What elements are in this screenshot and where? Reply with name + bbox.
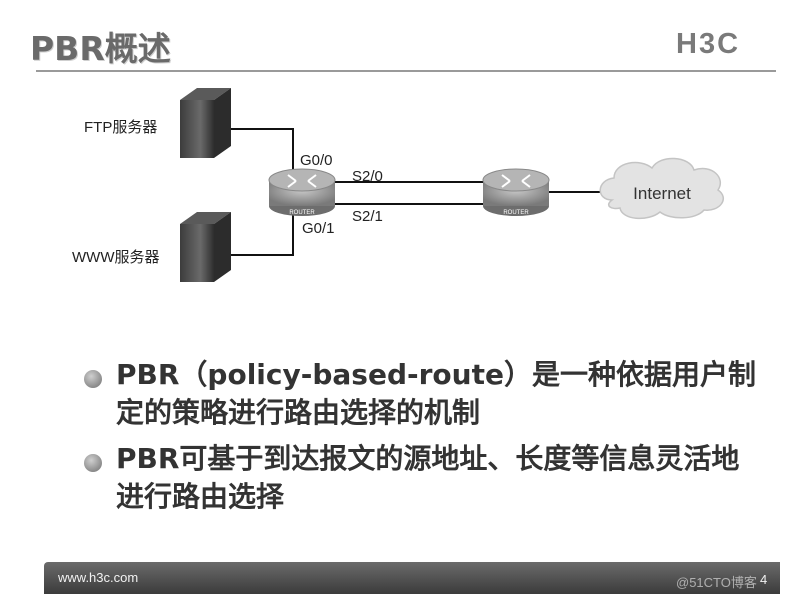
footer-bar: [44, 562, 780, 594]
interface-s20-label: S2/0: [352, 168, 383, 185]
bullet-item: PBR可基于到达报文的源地址、长度等信息灵活地进行路由选择: [80, 440, 760, 516]
interface-g00-label: G0/0: [300, 152, 333, 169]
link-www-router: [231, 208, 294, 256]
link-ftp-router: [231, 128, 294, 180]
router-right-caption: ROUTER: [503, 210, 529, 216]
connection-lines: [231, 128, 606, 256]
interface-s21-label: S2/1: [352, 208, 383, 225]
bullet-icon: [84, 370, 102, 388]
bullet-text: PBR可基于到达报文的源地址、长度等信息灵活地进行路由选择: [116, 442, 740, 513]
network-diagram: ROUTER ROUTER Internet: [180, 88, 724, 282]
bullet-text: PBR（policy-based-route）是一种依据用户制定的策略进行路由选…: [116, 358, 756, 429]
page-number: 4: [760, 572, 768, 587]
interface-g01-label: G0/1: [302, 220, 335, 237]
bullet-item: PBR（policy-based-route）是一种依据用户制定的策略进行路由选…: [80, 356, 760, 432]
www-server-label: WWW服务器: [72, 249, 160, 266]
router-left-caption: ROUTER: [289, 210, 315, 216]
watermark: @51CTO博客: [676, 575, 757, 590]
router-right-icon: ROUTER: [482, 168, 550, 216]
cloud-label: Internet: [633, 184, 691, 203]
ftp-server-icon: [180, 88, 231, 158]
bullet-icon: [84, 454, 102, 472]
h3c-logo: H3C: [676, 28, 741, 60]
slide-title: PBR概述: [30, 29, 171, 68]
ftp-server-label: FTP服务器: [84, 119, 158, 136]
www-server-icon: [180, 212, 231, 282]
title-divider: [36, 70, 776, 72]
footer-url[interactable]: www.h3c.com: [58, 570, 139, 585]
internet-cloud-icon: Internet: [599, 157, 724, 220]
bullet-list: PBR（policy-based-route）是一种依据用户制定的策略进行路由选…: [80, 356, 760, 524]
router-left-icon: ROUTER: [268, 168, 336, 216]
